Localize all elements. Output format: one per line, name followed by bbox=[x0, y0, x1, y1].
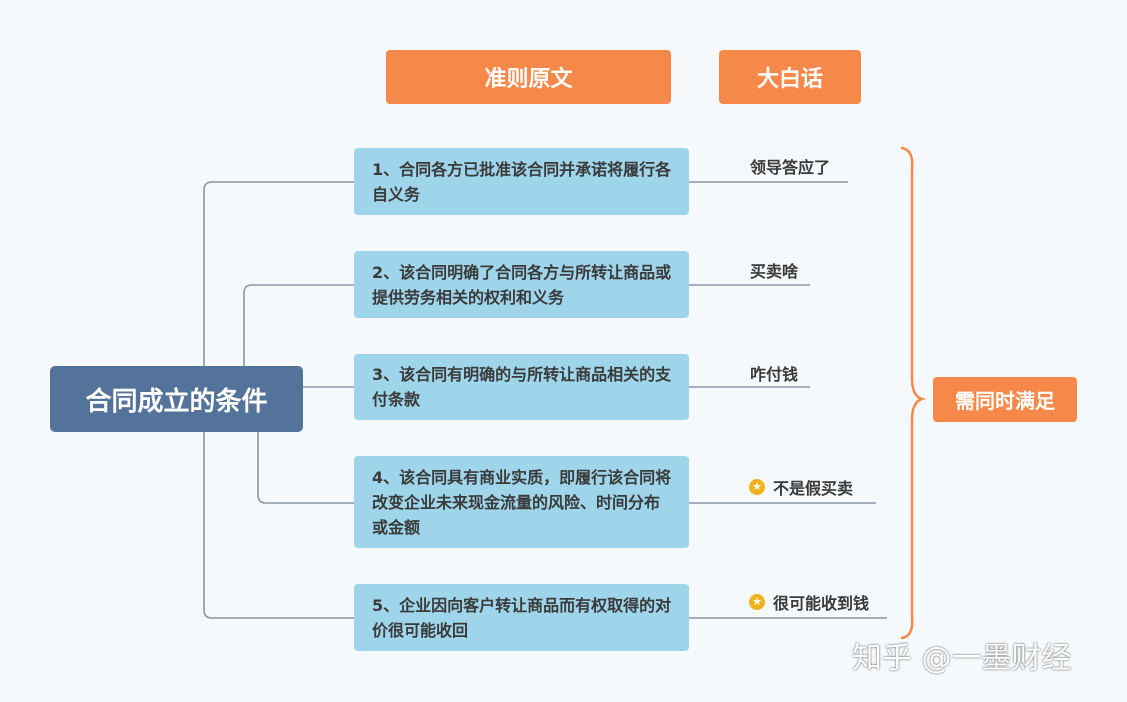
plain-text: 不是假买卖 bbox=[773, 479, 854, 498]
star-icon: ★ bbox=[749, 479, 765, 495]
plain-text: 很可能收到钱 bbox=[773, 594, 870, 613]
condition-text: 4、该合同具有商业实质，即履行该合同将改变企业未来现金流量的风险、时间分布或金额 bbox=[372, 467, 672, 537]
header-original-text: 准则原文 bbox=[386, 50, 671, 104]
simultaneous-condition-badge: 需同时满足 bbox=[933, 377, 1077, 422]
condition-node-1: 1、合同各方已批准该合同并承诺将履行各自义务 bbox=[354, 148, 689, 215]
star-icon: ★ bbox=[749, 594, 765, 610]
plain-label-5: ★ 很可能收到钱 bbox=[749, 590, 869, 614]
header-plain-language: 大白话 bbox=[719, 50, 861, 104]
condition-node-5: 5、企业因向客户转让商品而有权取得的对价很可能收回 bbox=[354, 584, 689, 651]
condition-node-3: 3、该合同有明确的与所转让商品相关的支付条款 bbox=[354, 354, 689, 420]
condition-node-4: 4、该合同具有商业实质，即履行该合同将改变企业未来现金流量的风险、时间分布或金额 bbox=[354, 456, 689, 548]
plain-text: 领导答应了 bbox=[750, 158, 831, 177]
condition-text: 5、企业因向客户转让商品而有权取得的对价很可能收回 bbox=[372, 595, 672, 640]
plain-label-2: 买卖啥 bbox=[750, 258, 798, 282]
condition-text: 1、合同各方已批准该合同并承诺将履行各自义务 bbox=[372, 159, 672, 204]
plain-label-3: 咋付钱 bbox=[750, 361, 798, 385]
curly-brace bbox=[900, 146, 927, 640]
plain-text: 买卖啥 bbox=[750, 262, 799, 281]
root-topic: 合同成立的条件 bbox=[50, 366, 303, 432]
plain-text: 咋付钱 bbox=[750, 365, 799, 384]
condition-text: 3、该合同有明确的与所转让商品相关的支付条款 bbox=[372, 365, 672, 409]
plain-label-1: 领导答应了 bbox=[750, 154, 830, 178]
condition-text: 2、该合同明确了合同各方与所转让商品或提供劳务相关的权利和义务 bbox=[372, 262, 672, 307]
connector-node-4 bbox=[257, 432, 354, 504]
condition-node-2: 2、该合同明确了合同各方与所转让商品或提供劳务相关的权利和义务 bbox=[354, 251, 689, 318]
connector-node-1 bbox=[203, 181, 354, 366]
watermark: 知乎 @一墨财经 bbox=[852, 641, 1072, 676]
plain-label-4: ★ 不是假买卖 bbox=[749, 475, 853, 499]
connector-node-2 bbox=[243, 284, 354, 366]
connector-node-5 bbox=[203, 432, 354, 619]
